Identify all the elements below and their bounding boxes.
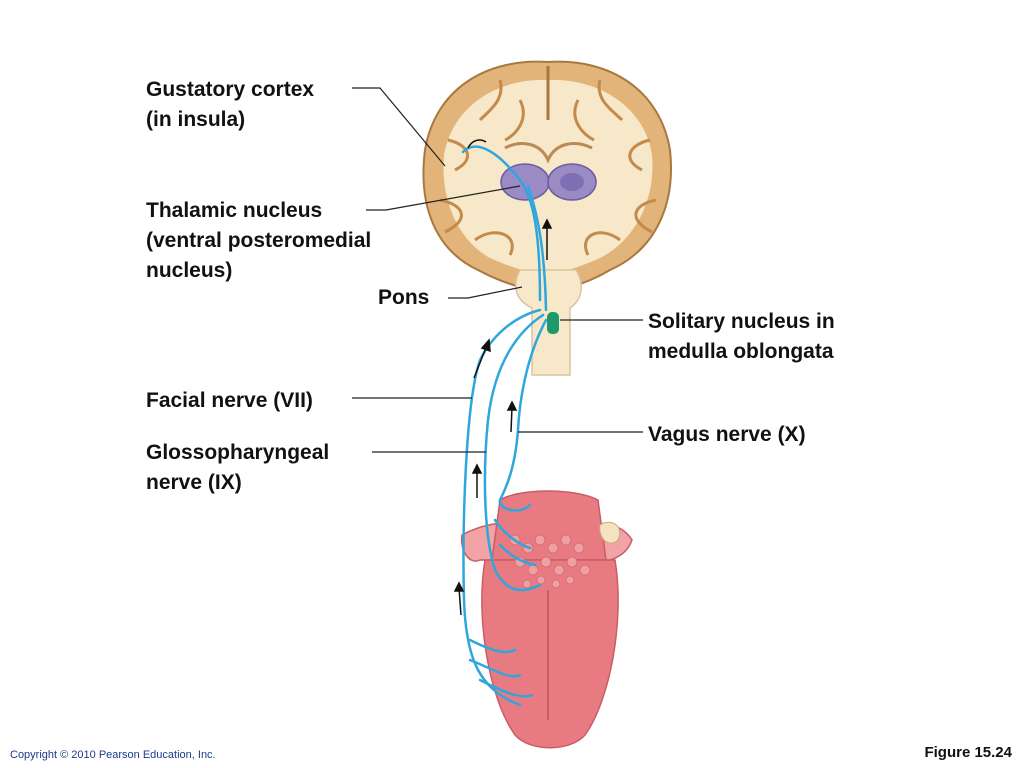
brain-section	[422, 60, 672, 376]
glossopharyngeal-nerve-path	[483, 313, 545, 592]
label-facial-nerve: Facial nerve (VII)	[146, 389, 313, 412]
label-solitary-nucleus: Solitary nucleus in medulla oblongata	[648, 310, 835, 363]
label-vagus-nerve: Vagus nerve (X)	[648, 423, 806, 446]
thalamocortical-tract	[461, 145, 542, 302]
label-pons: Pons	[378, 286, 430, 309]
label-thalamic-nucleus: Thalamic nucleus (ventral posteromedial …	[146, 199, 372, 282]
nerve-pathways	[461, 145, 548, 707]
copyright-notice: Copyright © 2010 Pearson Education, Inc.	[10, 749, 216, 761]
facial-nerve-path	[462, 308, 542, 707]
thalamic-relay	[526, 184, 548, 312]
thalamus-left	[500, 163, 550, 201]
label-gustatory-cortex: Gustatory cortex (in insula)	[146, 78, 315, 131]
leader-lines	[352, 87, 643, 453]
leader-thalamic-nucleus	[366, 185, 521, 211]
leader-gustatory-cortex	[352, 87, 446, 167]
label-glossopharyngeal-nerve: Glossopharyngeal nerve (IX)	[146, 441, 330, 494]
figure-number: Figure 15.24	[924, 744, 1012, 761]
solitary-nucleus-marker	[547, 312, 559, 334]
leader-pons	[448, 286, 523, 299]
direction-arrows	[453, 139, 553, 616]
vagus-nerve-path	[498, 318, 548, 512]
